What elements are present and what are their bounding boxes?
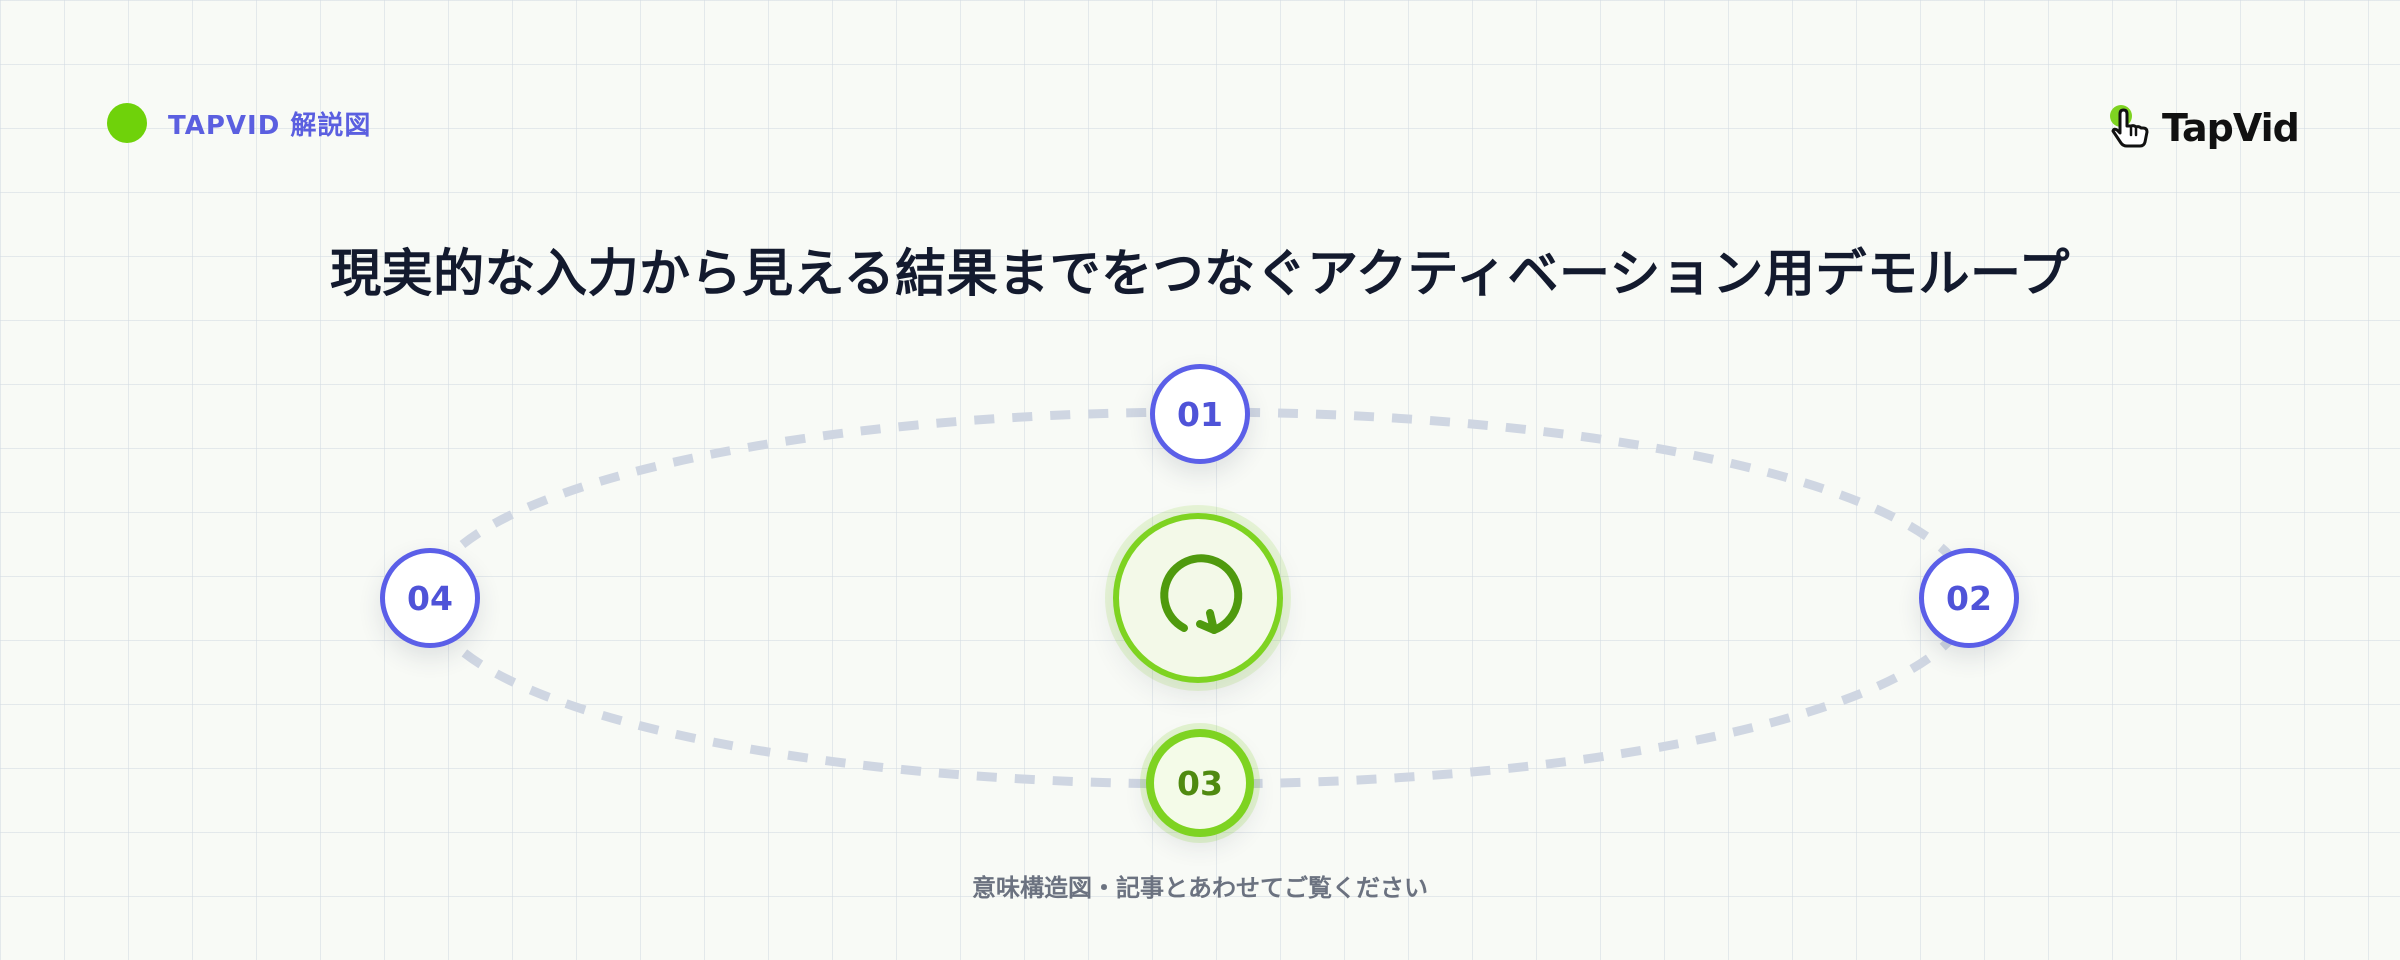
loop-center-node: [1113, 513, 1283, 683]
brand-dot: [107, 103, 147, 143]
loop-step-04: 04: [380, 548, 480, 648]
brand-tag: TAPVID 解説図: [107, 103, 371, 143]
page-title: 現実的な入力から見える結果までをつなぐアクティベーション用デモループ: [330, 245, 2070, 304]
loop-step-03: 03: [1146, 729, 1254, 837]
brand-tag-label: TAPVID 解説図: [168, 110, 372, 141]
caption: 意味構造図・記事とあわせてご覧ください: [972, 874, 1428, 902]
loop-step-02: 02: [1919, 548, 2019, 648]
logo-wordmark: TapVid: [2162, 106, 2300, 150]
tapvid-logo: TapVid: [2108, 102, 2300, 154]
pointing-hand-icon: [2110, 105, 2149, 148]
loop-step-01: 01: [1150, 364, 1250, 464]
refresh-loop-icon: [1160, 554, 1243, 634]
